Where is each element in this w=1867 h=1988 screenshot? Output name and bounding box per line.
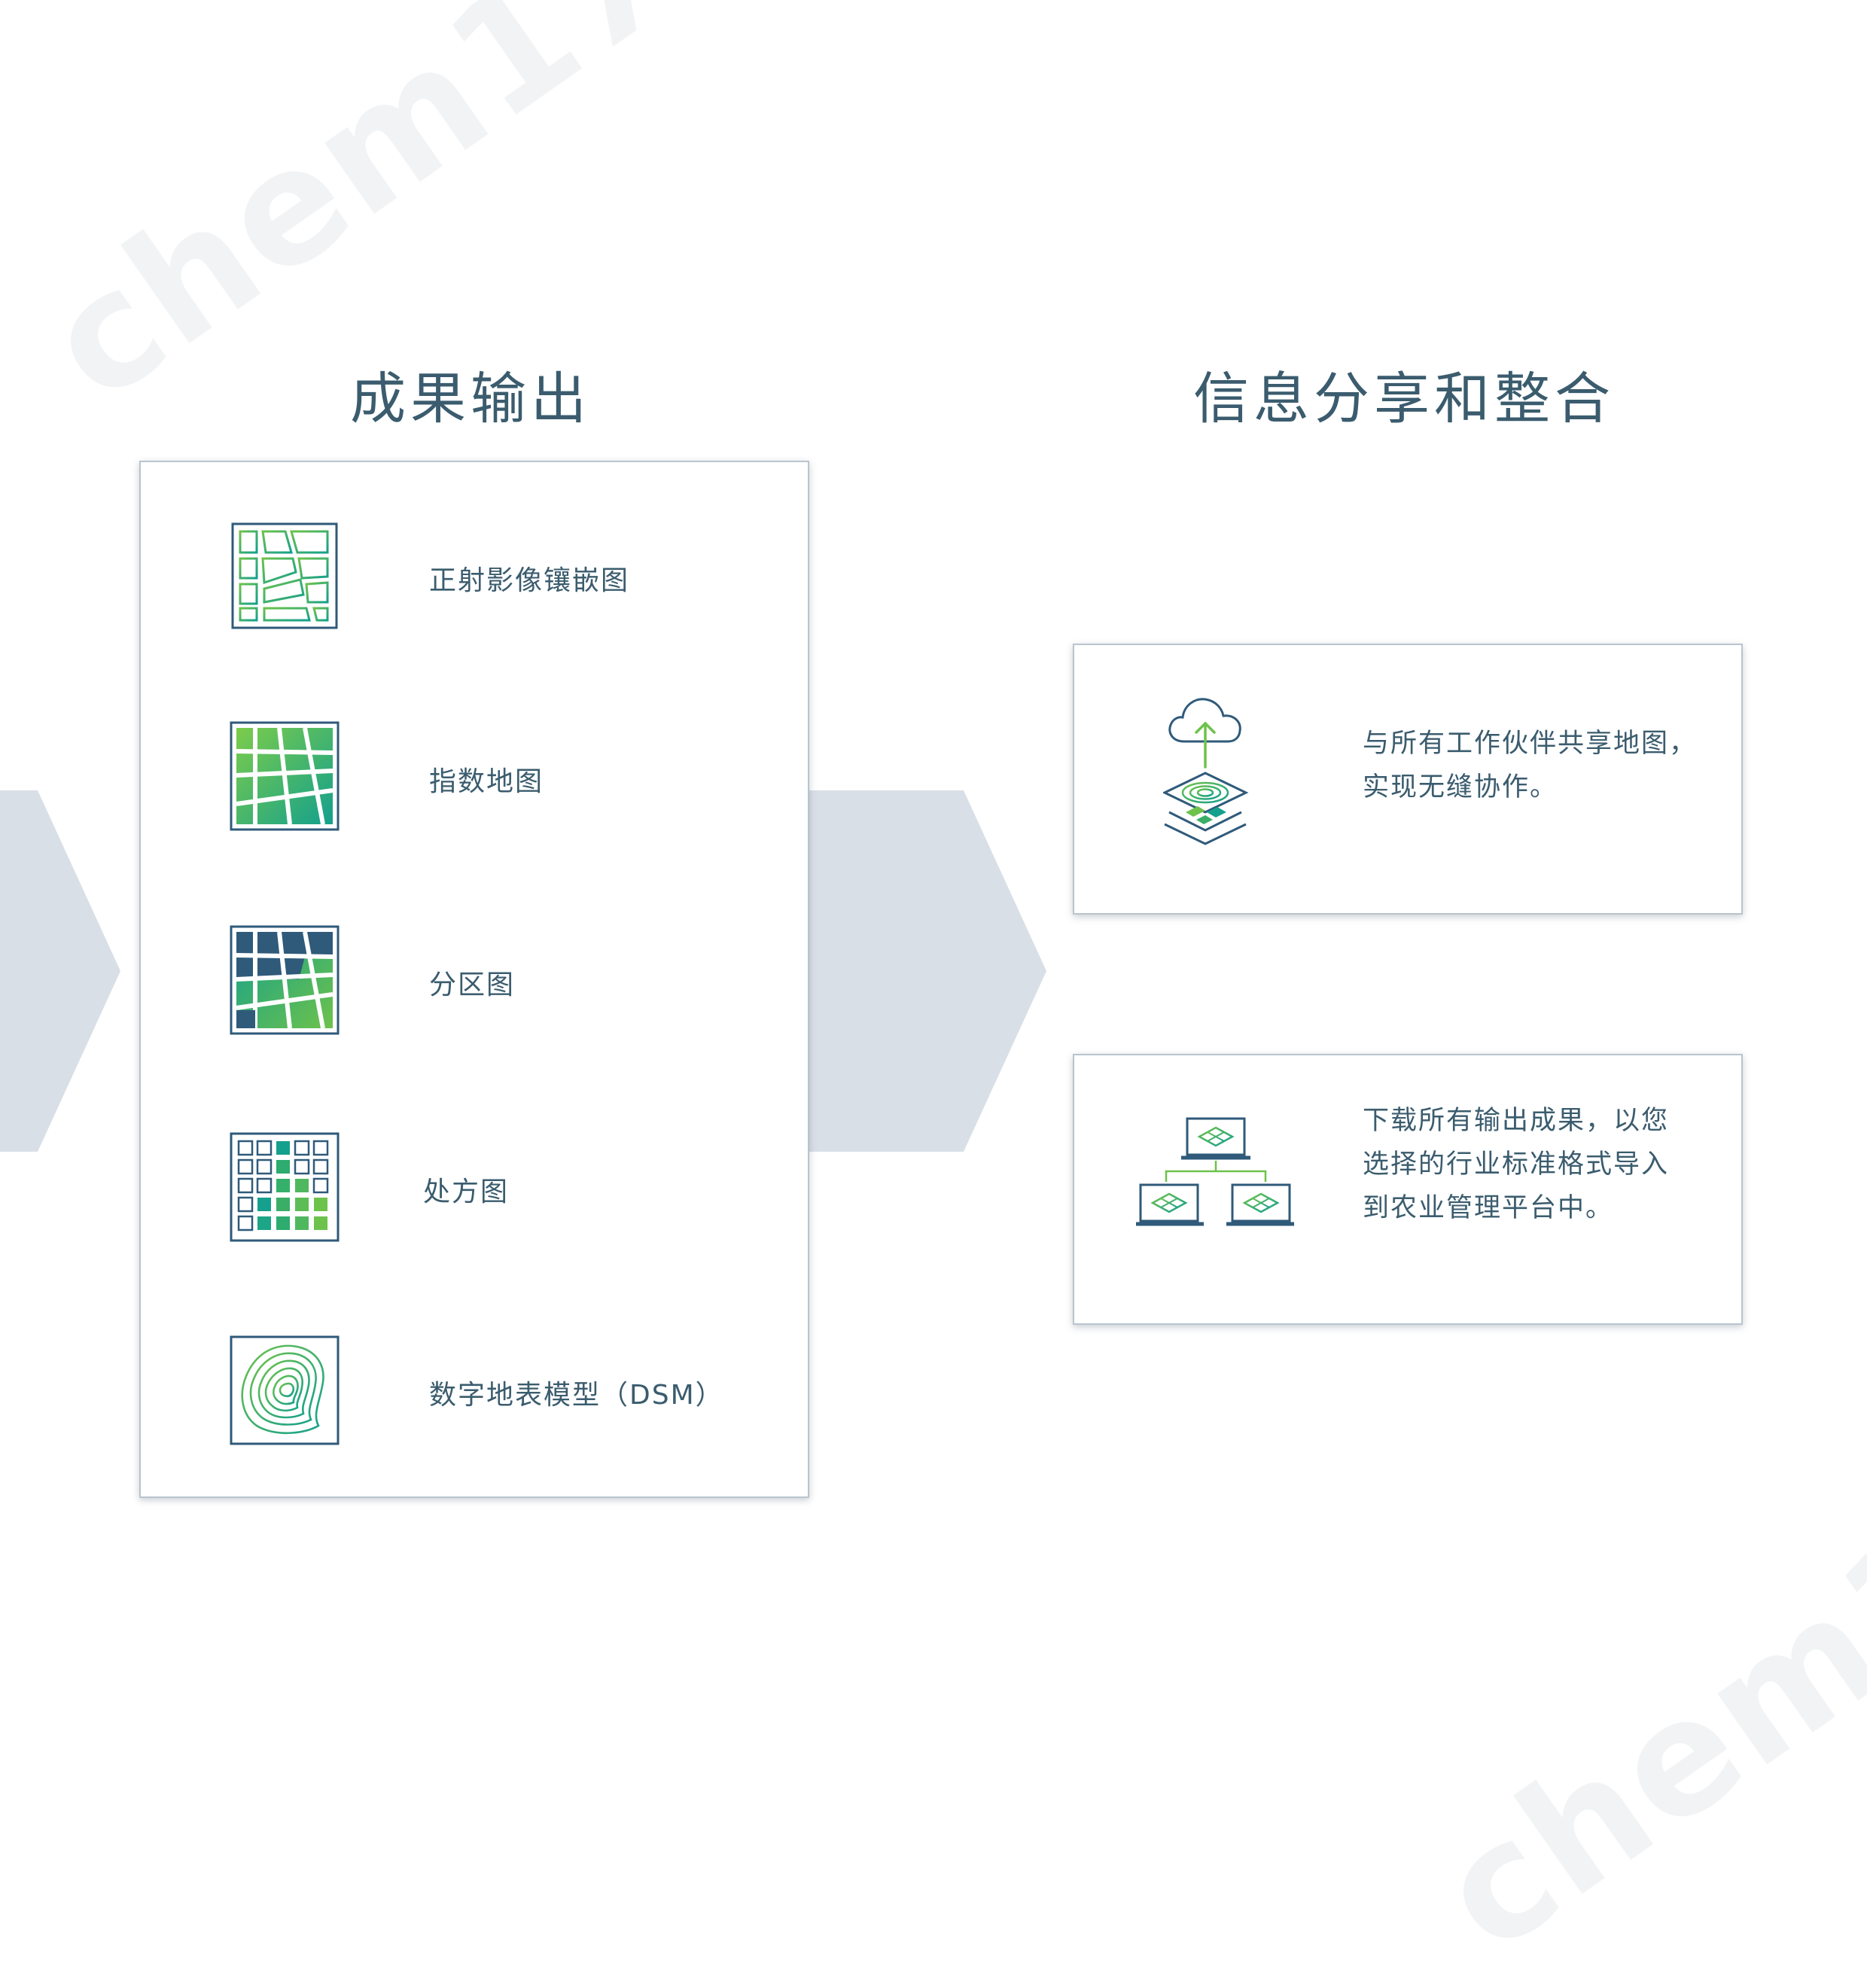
index-map-icon: [230, 721, 340, 831]
dsm-contour-icon: [230, 1335, 340, 1445]
prescription-map-label: 处方图: [423, 1177, 510, 1207]
share-export-line-2: 选择的行业标准格式导入: [1363, 1149, 1670, 1180]
flow-band-left: [0, 790, 120, 1152]
laptop-network-icon: [1136, 1117, 1294, 1226]
share-export-text: 下载所有输出成果，以您 选择的行业标准格式导入 到农业管理平台中。: [1363, 1099, 1669, 1230]
share-collaborate-line-2: 实现无缝协作。: [1363, 772, 1558, 802]
zone-map-icon: [230, 925, 340, 1035]
share-collaborate-line-1: 与所有工作伙伴共享地图，: [1363, 729, 1698, 759]
share-export-line-1: 下载所有输出成果，以您: [1363, 1106, 1670, 1136]
share-section-title: 信息分享和整合: [1193, 367, 1615, 431]
cloud-upload-icon: [1163, 698, 1249, 845]
zone-map-label: 分区图: [429, 970, 516, 1000]
output-section-title: 成果输出: [350, 367, 591, 431]
dsm-label: 数字地表模型（DSM）: [429, 1380, 724, 1411]
flow-band-right: [790, 790, 1046, 1152]
share-export-line-3: 到农业管理平台中。: [1363, 1193, 1614, 1223]
index-map-label: 指数地图: [429, 766, 544, 797]
share-card-export: 下载所有输出成果，以您 选择的行业标准格式导入 到农业管理平台中。: [1073, 1054, 1743, 1325]
output-card: 正射影像镶嵌图 指数地图: [139, 461, 809, 1498]
orthomosaic-label: 正射影像镶嵌图: [429, 565, 630, 596]
orthomosaic-map-icon: [231, 522, 338, 629]
share-collaborate-text: 与所有工作伙伴共享地图， 实现无缝协作。: [1363, 722, 1697, 809]
prescription-map-icon: [230, 1132, 340, 1242]
share-card-collaborate: 与所有工作伙伴共享地图， 实现无缝协作。: [1073, 644, 1743, 915]
